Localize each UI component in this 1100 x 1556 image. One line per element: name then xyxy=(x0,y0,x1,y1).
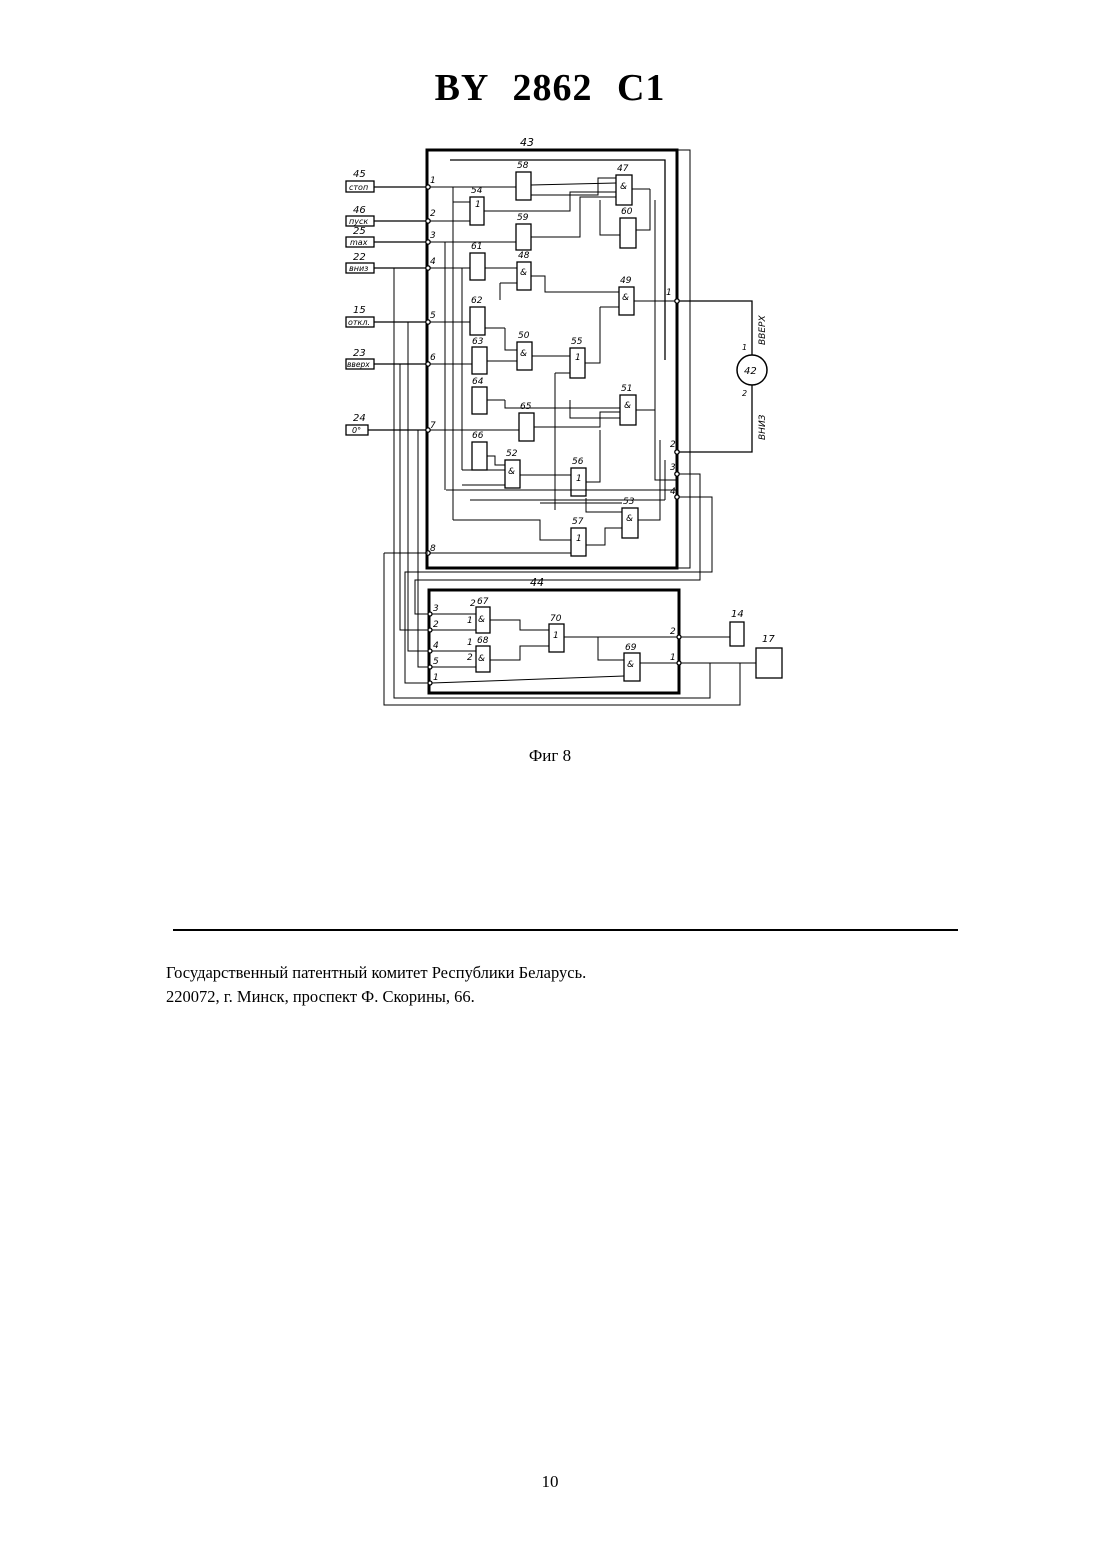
svg-text:1: 1 xyxy=(666,288,672,298)
footer: Государственный патентный комитет Респуб… xyxy=(166,961,586,1009)
svg-text:65: 65 xyxy=(520,402,532,412)
svg-text:25: 25 xyxy=(353,226,366,237)
svg-text:2: 2 xyxy=(467,653,473,663)
svg-text:17: 17 xyxy=(762,634,775,645)
logic-gates: 58 54 1 47 & 59 60 61 48 & 49 & 62 63 50 xyxy=(470,161,638,556)
svg-text:2: 2 xyxy=(670,440,676,450)
svg-text:&: & xyxy=(620,182,627,192)
svg-text:1: 1 xyxy=(576,534,582,544)
svg-text:вниз: вниз xyxy=(349,264,368,273)
svg-text:2: 2 xyxy=(670,627,676,637)
svg-text:48: 48 xyxy=(518,251,530,261)
svg-text:24: 24 xyxy=(353,413,366,424)
svg-text:&: & xyxy=(508,467,515,477)
block-43-label: 43 xyxy=(520,136,534,149)
svg-text:стоп: стоп xyxy=(349,183,368,192)
svg-text:1: 1 xyxy=(467,616,473,626)
svg-text:1: 1 xyxy=(433,673,439,683)
svg-text:59: 59 xyxy=(517,213,529,223)
svg-text:1: 1 xyxy=(670,653,676,663)
svg-text:52: 52 xyxy=(506,449,518,459)
svg-text:46: 46 xyxy=(353,205,366,216)
svg-text:4: 4 xyxy=(430,257,436,267)
svg-text:3: 3 xyxy=(670,463,676,473)
svg-text:61: 61 xyxy=(471,242,482,252)
input-signals: 45 стоп 46 пуск 25 max 22 вниз 15 откл. xyxy=(346,169,426,435)
svg-text:&: & xyxy=(624,401,631,411)
svg-text:1: 1 xyxy=(553,631,559,641)
svg-text:&: & xyxy=(622,293,629,303)
svg-text:66: 66 xyxy=(472,431,484,441)
svg-text:5: 5 xyxy=(430,311,436,321)
block-43-frame xyxy=(427,150,677,568)
svg-text:68: 68 xyxy=(477,636,489,646)
wiring-43 xyxy=(430,178,677,553)
external-wiring xyxy=(384,268,756,705)
svg-text:&: & xyxy=(626,514,633,524)
svg-text:&: & xyxy=(478,615,485,625)
svg-text:пуск: пуск xyxy=(349,217,368,226)
svg-text:62: 62 xyxy=(471,296,483,306)
svg-text:58: 58 xyxy=(517,161,529,171)
figure-caption: Фиг 8 xyxy=(0,746,1100,766)
circuit-diagram: 43 123 456 78 45 стоп 46 пуск 25 max xyxy=(0,0,1100,760)
svg-text:6: 6 xyxy=(430,353,436,363)
svg-text:1: 1 xyxy=(467,638,473,648)
svg-text:5: 5 xyxy=(433,657,439,667)
svg-text:1: 1 xyxy=(575,353,581,363)
svg-text:53: 53 xyxy=(623,497,635,507)
svg-text:42: 42 xyxy=(744,366,757,377)
footer-line-1: Государственный патентный комитет Респуб… xyxy=(166,961,586,985)
svg-text:&: & xyxy=(627,660,634,670)
svg-text:2: 2 xyxy=(433,620,439,630)
svg-text:4: 4 xyxy=(433,641,439,651)
block-43-outputs: 1234 xyxy=(666,288,676,497)
svg-text:57: 57 xyxy=(572,517,584,527)
svg-text:вверх: вверх xyxy=(347,360,370,369)
block-44-label: 44 xyxy=(530,576,544,589)
page-number: 10 xyxy=(0,1472,1100,1492)
svg-text:1: 1 xyxy=(576,474,582,484)
svg-text:14: 14 xyxy=(731,609,744,620)
svg-text:2: 2 xyxy=(470,599,476,609)
svg-text:67: 67 xyxy=(477,597,489,607)
svg-text:56: 56 xyxy=(572,457,584,467)
svg-text:1: 1 xyxy=(430,176,436,186)
svg-text:63: 63 xyxy=(472,337,484,347)
svg-text:2: 2 xyxy=(430,209,436,219)
svg-text:max: max xyxy=(350,238,368,247)
svg-text:1: 1 xyxy=(475,200,481,210)
svg-text:22: 22 xyxy=(353,252,366,263)
footer-divider xyxy=(173,929,958,931)
svg-text:55: 55 xyxy=(571,337,583,347)
motor-42: 42 ВВЕРХ ВНИЗ 1 2 xyxy=(679,301,768,452)
svg-text:51: 51 xyxy=(621,384,632,394)
svg-text:60: 60 xyxy=(621,207,633,217)
svg-text:2: 2 xyxy=(742,389,747,398)
svg-text:0°: 0° xyxy=(352,426,361,435)
svg-text:45: 45 xyxy=(353,169,366,180)
circuit-svg: 43 123 456 78 45 стоп 46 пуск 25 max xyxy=(0,0,1100,760)
svg-text:70: 70 xyxy=(550,614,562,624)
svg-text:69: 69 xyxy=(625,643,637,653)
svg-text:23: 23 xyxy=(353,348,366,359)
svg-text:1: 1 xyxy=(742,343,747,352)
block-43-pins: 123 456 78 xyxy=(430,176,436,554)
svg-text:3: 3 xyxy=(433,604,439,614)
svg-text:50: 50 xyxy=(518,331,530,341)
svg-text:&: & xyxy=(520,349,527,359)
svg-text:ВВЕРХ: ВВЕРХ xyxy=(758,315,768,345)
svg-text:откл.: откл. xyxy=(348,318,370,327)
output-devices: 14 17 xyxy=(730,609,782,678)
svg-text:15: 15 xyxy=(353,305,366,316)
svg-text:&: & xyxy=(520,268,527,278)
svg-text:3: 3 xyxy=(430,231,436,241)
svg-text:47: 47 xyxy=(617,164,629,174)
svg-text:ВНИЗ: ВНИЗ xyxy=(758,414,768,440)
svg-text:49: 49 xyxy=(620,276,632,286)
svg-text:64: 64 xyxy=(472,377,484,387)
footer-line-2: 220072, г. Минск, проспект Ф. Скорины, 6… xyxy=(166,985,586,1009)
svg-text:&: & xyxy=(478,654,485,664)
